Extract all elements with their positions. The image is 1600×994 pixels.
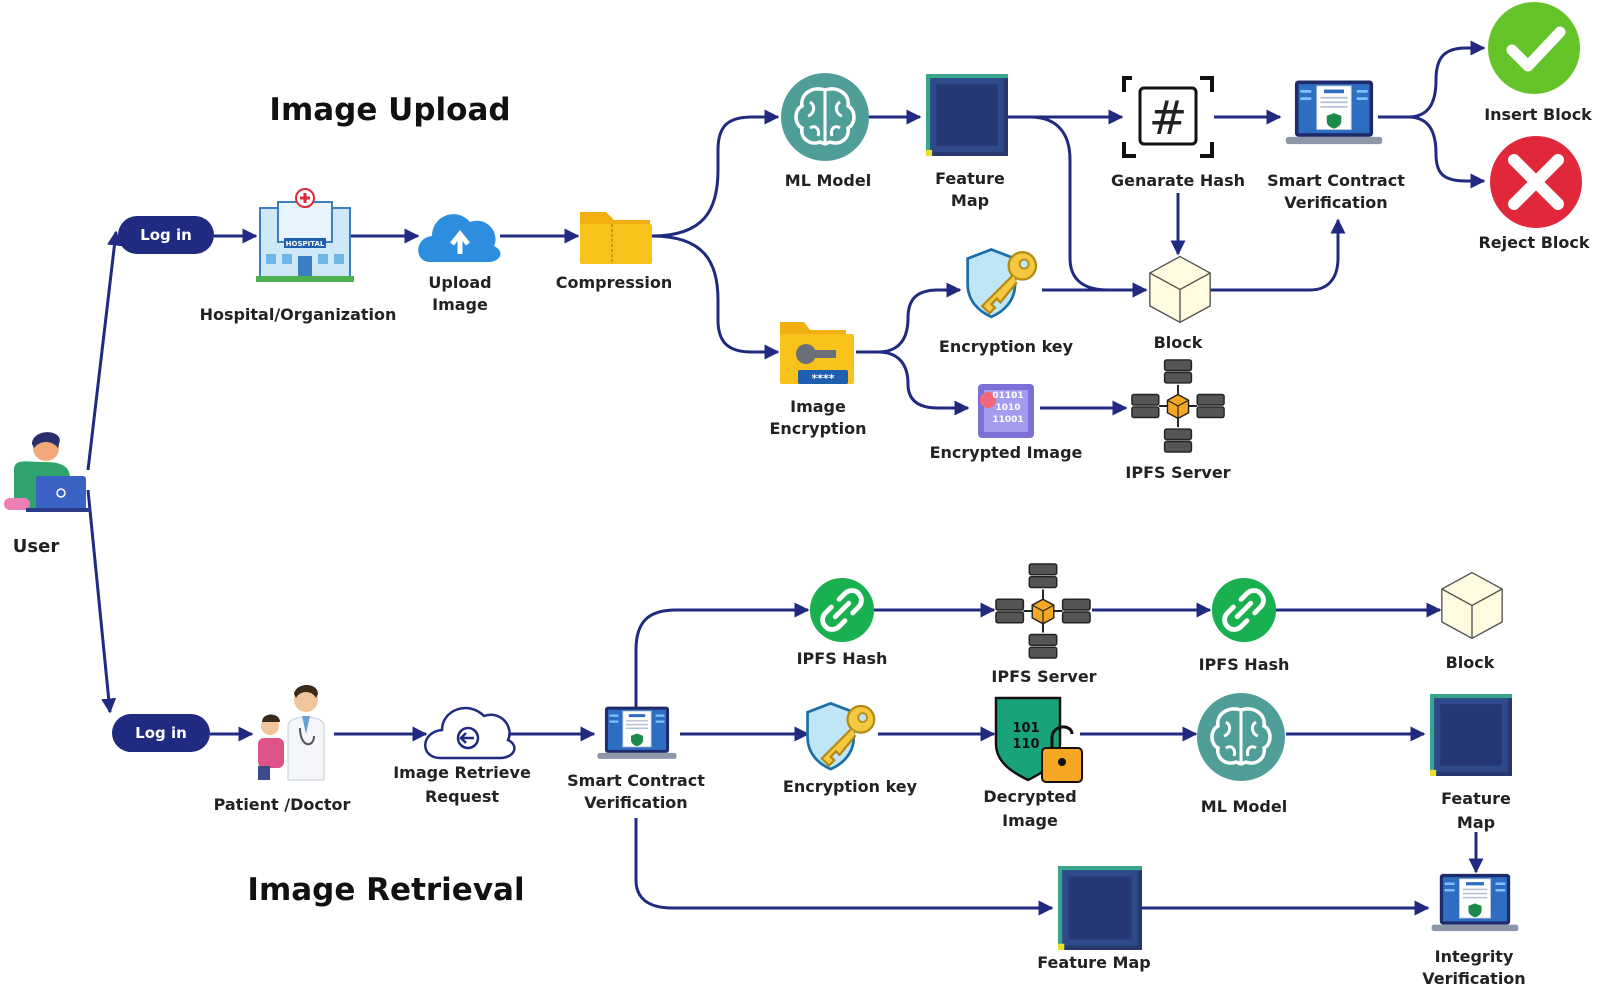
login-button-upload-label: Log in [140, 226, 192, 244]
reject-block-label: Reject Block [1478, 233, 1589, 252]
encryption-key-icon-retrieval [806, 701, 876, 771]
image-encryption-label-2: Encryption [769, 419, 866, 438]
login-button-retrieval[interactable]: Log in [112, 714, 210, 752]
encryption-to-encimage-arrow [856, 350, 970, 416]
ml-model-retrieval-label: ML Model [1201, 797, 1287, 816]
block-icon-upload [1149, 255, 1211, 324]
integrity-verification-icon [1430, 872, 1520, 933]
encrypted-image-label: Encrypted Image [930, 443, 1083, 462]
feature-map-label-1: Feature [935, 169, 1005, 188]
encrypted-image-icon: 01101 1010 11001 [978, 384, 1034, 438]
decrypted-image-icon: 101 110 [994, 696, 1083, 783]
smartcontract-to-insert-arrow [1378, 40, 1486, 119]
compression-label: Compression [556, 273, 673, 292]
binary-decrypt-2: 110 [1012, 737, 1039, 752]
integrity-verification-label-1: Integrity [1435, 947, 1514, 966]
smartcontract-to-reject-arrow [1378, 115, 1486, 189]
decrypted-image-label-1: Decrypted [983, 787, 1076, 806]
patient-doctor-icon [258, 685, 325, 781]
user-to-login-retrieval-arrow [86, 489, 117, 714]
smart-contract-icon-upload [1284, 79, 1384, 146]
cross-icon [1490, 136, 1582, 228]
user-label: User [13, 536, 60, 557]
smart-contract-upload-label-1: Smart Contract [1267, 171, 1405, 190]
image-encryption-icon: **** [780, 322, 854, 385]
title-image-retrieval: Image Retrieval [247, 872, 524, 908]
hospital-icon: HOSPITAL [256, 188, 354, 282]
ipfs-hash-icon-2 [1212, 578, 1276, 642]
featuremap-to-block-arrow [1008, 115, 1148, 298]
encryption-key-icon-upload [966, 248, 1038, 319]
compression-to-encryption-arrow [651, 234, 780, 360]
binary-line-3: 11001 [992, 415, 1023, 425]
smart-contract-upload-label-2: Verification [1284, 193, 1387, 212]
feature-map-label-2: Map [951, 191, 989, 210]
smartcontract-to-featuremap-bottom-arrow [634, 818, 1054, 916]
ipfs-hash-icon-1 [810, 578, 874, 642]
upload-image-label-2: Image [432, 295, 488, 314]
hash-symbol: # [1149, 91, 1188, 145]
encryption-to-key-arrow [856, 282, 962, 354]
ipfs-server-retrieval-label: IPFS Server [991, 667, 1096, 686]
login-button-upload[interactable]: Log in [118, 216, 214, 254]
block-to-smartcontract-arrow [1208, 218, 1346, 292]
smart-contract-retrieval-label-1: Smart Contract [567, 771, 705, 790]
user-icon [4, 432, 90, 512]
image-encryption-label-1: Image [790, 397, 846, 416]
ipfs-hash-label-1: IPFS Hash [797, 649, 888, 668]
retrieve-request-label-1: Image Retrieve [393, 763, 531, 782]
decrypted-image-label-2: Image [1002, 811, 1058, 830]
hospital-label: Hospital/Organization [200, 305, 397, 324]
generate-hash-label: Genarate Hash [1111, 171, 1245, 190]
ipfs-hash-label-2: IPFS Hash [1199, 655, 1290, 674]
block-retrieval-label: Block [1446, 653, 1495, 672]
ml-model-icon-retrieval [1196, 692, 1286, 782]
folder-icon [580, 212, 652, 264]
hash-icon: # [1122, 76, 1214, 158]
check-icon [1488, 2, 1580, 94]
feature-map-bottom-label: Feature Map [1037, 953, 1150, 972]
retrieve-request-label-2: Request [425, 787, 499, 806]
feature-map-icon-bottom [1058, 866, 1142, 950]
binary-line-1: 01101 [992, 391, 1023, 401]
feature-map-icon [926, 74, 1008, 156]
encryption-key-upload-label: Encryption key [939, 337, 1074, 356]
patient-doctor-label: Patient /Doctor [214, 795, 351, 814]
binary-decrypt-1: 101 [1012, 721, 1039, 736]
ipfs-server-upload-label: IPFS Server [1125, 463, 1230, 482]
block-upload-label: Block [1154, 333, 1203, 352]
smart-contract-icon-retrieval [596, 705, 678, 761]
feature-map-retrieval-label-2: Map [1457, 813, 1495, 832]
hospital-sign-text: HOSPITAL [286, 240, 325, 248]
password-mask-text: **** [811, 372, 834, 385]
cloud-upload-icon [418, 214, 501, 262]
feature-map-retrieval-label-1: Feature [1441, 789, 1511, 808]
binary-line-2: 1010 [995, 403, 1020, 413]
upload-image-label-1: Upload [428, 273, 491, 292]
insert-block-label: Insert Block [1484, 105, 1592, 124]
smartcontract-to-ipfshash-arrow [634, 602, 810, 712]
block-icon-retrieval [1441, 571, 1503, 640]
smart-contract-retrieval-label-2: Verification [584, 793, 687, 812]
integrity-verification-label-2: Verification [1422, 969, 1525, 988]
connector-group [86, 40, 1486, 916]
feature-map-icon-retrieval [1430, 694, 1512, 776]
ipfs-server-icon-upload [1130, 358, 1226, 454]
encryption-key-retrieval-label: Encryption key [783, 777, 918, 796]
ml-model-label: ML Model [785, 171, 871, 190]
login-button-retrieval-label: Log in [135, 724, 187, 742]
user-to-login-upload-arrow [86, 230, 122, 471]
ipfs-server-icon-retrieval [994, 562, 1092, 660]
title-image-upload: Image Upload [269, 92, 510, 128]
compression-to-ml-arrow [651, 109, 780, 238]
ml-model-icon [780, 72, 870, 162]
cloud-retrieve-icon [424, 706, 516, 760]
